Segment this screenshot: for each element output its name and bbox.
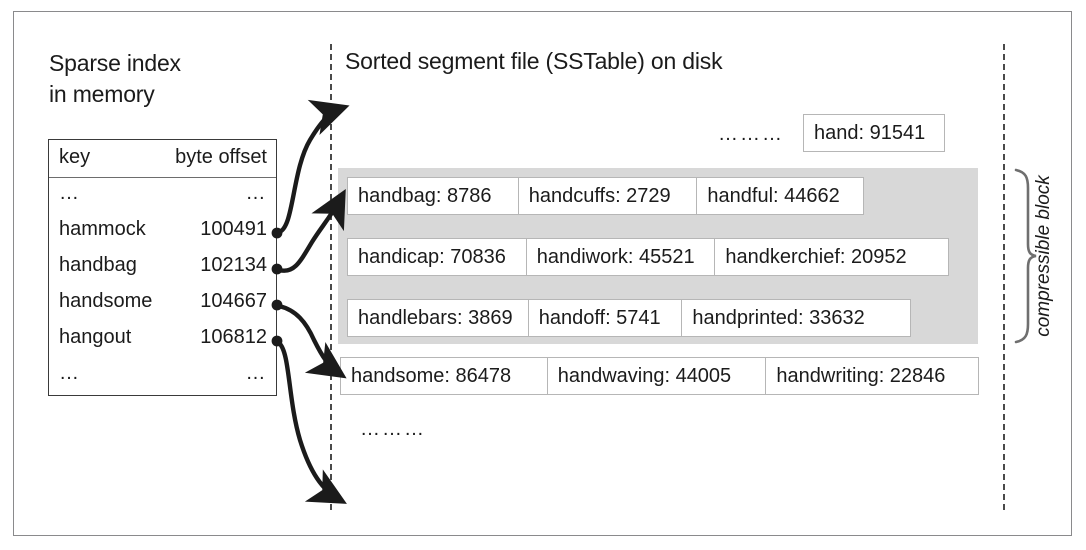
segment-entry: handiwork: 45521 [525, 238, 716, 276]
index-key: … [59, 362, 81, 384]
index-byte-offset: … [245, 362, 267, 384]
index-row: hammock 100491 [49, 214, 276, 250]
column-header-key: key [59, 146, 91, 168]
sparse-index-header-row: key byte offset [49, 140, 276, 178]
index-byte-offset: … [245, 182, 267, 204]
index-row: …… [49, 358, 276, 394]
sstable-title: Sorted segment file (SSTable) on disk [345, 48, 723, 74]
segment-entry: hand: 91541 [803, 114, 945, 152]
segment-entry: handwaving: 44005 [546, 357, 767, 395]
segment-entry: handbag: 8786 [347, 177, 519, 215]
sparse-index-title-line1: Sparse index [49, 50, 181, 76]
segment-entry: handoff: 5741 [527, 299, 683, 337]
segment-entry: handcuffs: 2729 [517, 177, 698, 215]
index-row: …… [49, 178, 276, 214]
segment-entry: handicap: 70836 [347, 238, 527, 276]
sparse-index-title-line2: in memory [49, 81, 155, 107]
index-byte-offset: 106812 [200, 326, 267, 348]
segment-row: hand: 91541 [803, 114, 945, 152]
index-key: hammock [59, 218, 146, 240]
memory-disk-divider-right [1003, 44, 1005, 510]
column-header-byte-offset: byte offset [175, 146, 267, 168]
segment-entry: handlebars: 3869 [347, 299, 529, 337]
sparse-index-title: Sparse index in memory [49, 48, 299, 110]
index-key: handbag [59, 254, 137, 276]
index-byte-offset: 104667 [200, 290, 267, 312]
index-key: handsome [59, 290, 153, 312]
index-key: hangout [59, 326, 132, 348]
trailing-ellipsis: ……… [360, 418, 426, 440]
index-row: handbag 102134 [49, 250, 276, 286]
segment-entry: handwriting: 22846 [765, 357, 980, 395]
index-byte-offset: 102134 [200, 254, 267, 276]
leading-ellipsis: ……… [718, 123, 784, 145]
index-key: … [59, 182, 81, 204]
index-byte-offset: 100491 [200, 218, 267, 240]
segment-entry: handsome: 86478 [340, 357, 548, 395]
segment-entry: handprinted: 33632 [681, 299, 912, 337]
memory-disk-divider-left [330, 44, 332, 510]
index-row: hangout 106812 [49, 322, 276, 358]
compressible-block-label: compressible block [1033, 175, 1054, 337]
segment-entry: handful: 44662 [696, 177, 865, 215]
index-row: handsome 104667 [49, 286, 276, 322]
segment-entry: handkerchief: 20952 [714, 238, 950, 276]
